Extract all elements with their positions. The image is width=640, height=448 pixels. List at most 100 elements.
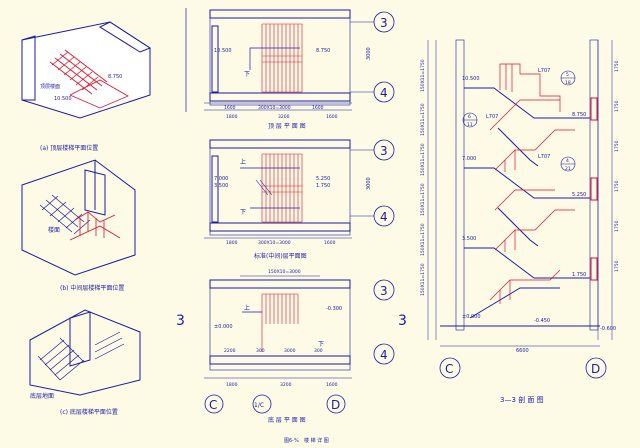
plan-bottom-axis-c-bubble xyxy=(204,394,224,414)
plan-top-arrow-label: 下 xyxy=(244,71,250,78)
plan-bottom-axis-c: C xyxy=(209,398,217,412)
iso-view-top-floor: 顶层楼面 8.750 10.500 (a) 顶层楼梯平面位置 xyxy=(21,21,152,152)
plan-bottom-axis-3-bubble xyxy=(373,279,395,301)
plan-bottom-axis-1c: 1/C xyxy=(254,402,264,409)
plan-mid-elev-left-2: 3.500 xyxy=(214,183,228,189)
plan-top-dim-overall-2: 3200 xyxy=(278,114,290,120)
plan-mid-dim-1: 1800 xyxy=(226,240,238,246)
section-right-h-4: 1750 xyxy=(614,180,620,192)
plan-top-elev-left: 10.500 xyxy=(214,48,232,54)
plan-top-axis-4: 4 xyxy=(380,86,388,100)
svg-text:L707: L707 xyxy=(538,154,550,160)
plan-top-title: 顶 层 平 面 图 xyxy=(268,123,306,130)
section-overall-dim: 6600 xyxy=(516,348,529,354)
section-elev-2: 8.750 xyxy=(572,112,586,118)
svg-text:21: 21 xyxy=(565,166,571,172)
plan-bottom-dim-top: 150X10=3000 xyxy=(268,269,301,275)
section-right-h-6: 1750 xyxy=(614,260,620,272)
plan-bottom-dim-3: 1600 xyxy=(326,382,338,388)
plan-top-dim-overall-1: 1800 xyxy=(226,114,238,120)
iso-a-stairs xyxy=(49,49,129,109)
section-axis-c-bubble xyxy=(439,357,461,379)
section-left-h-2: 150X11=1750 xyxy=(420,103,426,136)
plan-bottom-treads xyxy=(261,293,299,352)
section-elev-1: 10.500 xyxy=(462,76,480,82)
svg-text:18: 18 xyxy=(565,80,571,86)
figure-footer: 图6-% 楼 梯 详 图 xyxy=(284,437,329,444)
section-ref-3: L707 4 21 xyxy=(538,154,576,172)
section-red-flights xyxy=(489,63,575,304)
svg-text:5: 5 xyxy=(566,72,569,78)
iso-b-label: 楼面 xyxy=(48,226,60,234)
svg-text:6: 6 xyxy=(468,114,471,120)
section-ref-1: L707 5 18 xyxy=(538,68,576,86)
section-left-h-3: 150X11=1750 xyxy=(420,143,426,176)
plan-bottom-section-mark-left: 3 xyxy=(176,313,185,329)
plan-bottom-dim-inner-1: 2200 xyxy=(224,348,236,354)
section-title: 3—3 剖 面 图 xyxy=(500,395,544,404)
plan-top-axis-3: 3 xyxy=(380,16,388,30)
plan-bottom-dim-inner-4: 300 xyxy=(314,348,323,354)
plan-mid-elev-right-1: 5.250 xyxy=(316,176,330,182)
plan-bottom-axis-d-bubble xyxy=(326,394,346,414)
plan-bottom-elev-b: -0.300 xyxy=(326,306,342,312)
plan-bottom-title: 底 层 平 面 图 xyxy=(268,416,306,424)
plan-mid-dim-right: 3000 xyxy=(366,177,372,190)
iso-view-ground-floor: 底层地面 (c) 底层楼梯平面位置 xyxy=(29,309,141,416)
section-left-h-1: 150X11=1750 xyxy=(420,59,426,92)
section-axis-d-bubble xyxy=(585,357,607,379)
plan-bottom-axis-d: D xyxy=(331,398,340,412)
section-left-h-4: 150X11=1750 xyxy=(420,183,426,216)
iso-a-elev-a: 8.750 xyxy=(108,74,122,80)
section-elev-9: -0.600 xyxy=(600,326,616,332)
section-axis-c: C xyxy=(445,362,453,376)
plan-bottom-down-label: 下 xyxy=(318,341,324,348)
plan-mid-elev-left-1: 7.000 xyxy=(214,176,228,182)
svg-text:4: 4 xyxy=(566,158,569,164)
footer-caption: 楼 梯 详 图 xyxy=(304,437,329,444)
plan-mid-dim-2: 300X10=3000 xyxy=(258,240,291,246)
section-ref-2: 6 11 L707 xyxy=(462,112,498,128)
section-elev-8: -0.450 xyxy=(534,318,550,324)
section-left-h-6: 150X11=1750 xyxy=(420,263,426,296)
section-3-3: 10.500 8.750 7.000 5.250 3.500 1.750 ±0.… xyxy=(420,39,620,404)
plan-mid-up-label: 上 xyxy=(240,158,246,166)
plan-top-dim-overall-3: 1600 xyxy=(326,114,338,120)
section-right-h-2: 1750 xyxy=(614,100,620,112)
plan-bottom-dim-inner-3: 3000 xyxy=(284,348,296,354)
iso-c-label: 底层地面 xyxy=(30,392,54,400)
section-elev-6: 1.750 xyxy=(572,272,586,278)
plan-bottom-section-mark-right: 3 xyxy=(398,313,407,329)
svg-text:L707: L707 xyxy=(486,114,498,120)
plan-top-dim-3: 300X10=3000 xyxy=(258,105,291,111)
iso-view-middle-floor: 楼面 (b) 中间层楼梯平面位置 xyxy=(21,159,136,292)
plan-middle-floor: 上 下 7.000 3.500 5.250 1.750 3000 1800 30… xyxy=(204,139,395,260)
plan-mid-elev-right-2: 1.750 xyxy=(316,183,330,189)
plan-top-dim-5: 1600 xyxy=(312,105,324,111)
section-right-h-3: 1750 xyxy=(614,140,620,152)
section-axis-d: D xyxy=(591,362,600,376)
plan-bottom-axis-3: 3 xyxy=(380,284,388,298)
iso-a-top-label: 顶层楼面 xyxy=(40,83,60,90)
plan-mid-down-label: 下 xyxy=(240,209,246,216)
section-elev-3: 7.000 xyxy=(462,156,476,162)
iso-b-stairs xyxy=(39,194,91,235)
plan-mid-dim-3: 1600 xyxy=(324,240,336,246)
iso-a-caption: (a) 顶层楼梯平面位置 xyxy=(40,144,98,152)
plan-bottom-elev-a: ±0.000 xyxy=(214,324,233,330)
plan-bottom-dim-inner-2: 300 xyxy=(256,348,265,354)
plan-top-treads xyxy=(261,23,303,93)
plan-bottom-axis-4-bubble xyxy=(373,343,395,365)
svg-text:11: 11 xyxy=(467,122,473,128)
iso-a-elev-b: 10.500 xyxy=(54,96,72,102)
plan-top-dim-1: 1600 xyxy=(224,105,236,111)
iso-b-red-stairs xyxy=(69,211,121,241)
plan-ground-floor: 150X10=3000 上 下 ±0.000 -0.300 2200 300 3… xyxy=(176,269,407,424)
section-elev-4: 5.250 xyxy=(572,192,586,198)
plan-mid-axis-4: 4 xyxy=(380,210,388,224)
plan-bottom-axis-1c-bubble xyxy=(252,394,272,414)
svg-text:L707: L707 xyxy=(538,68,550,74)
plan-mid-axis-3: 3 xyxy=(380,144,388,158)
footer-figure: 图6-% xyxy=(284,438,299,444)
